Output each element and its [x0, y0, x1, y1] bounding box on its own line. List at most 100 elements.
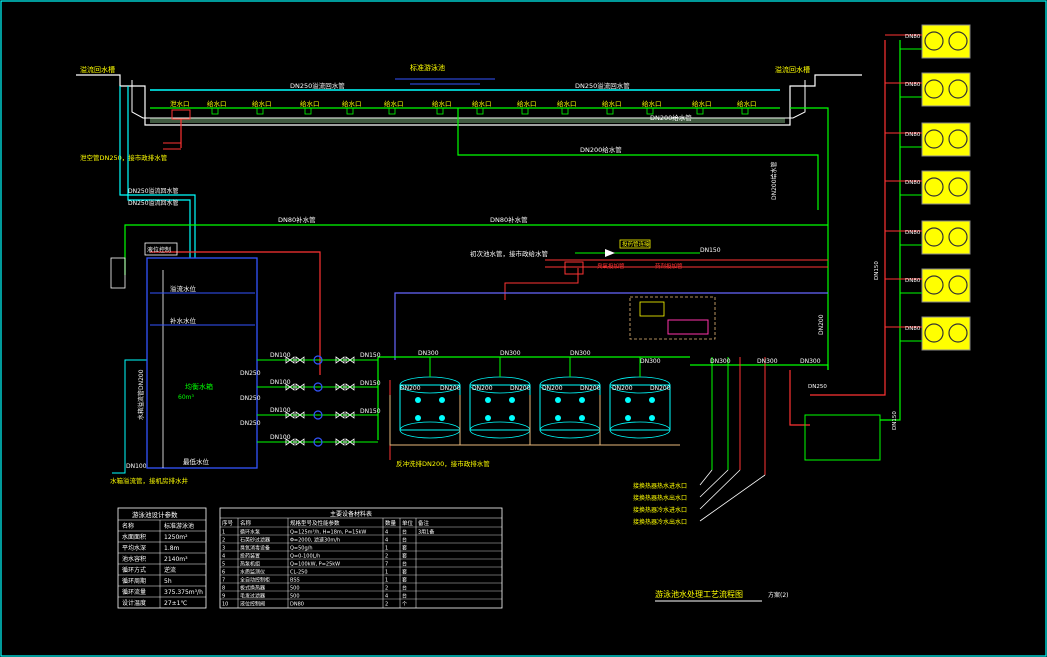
outlet-labels: 接换热器热水进水口 接换热器热水出水口 接换热器冷水进水口 接换热器冷水出水口 [633, 482, 687, 526]
drain-label: 泄水口 [170, 99, 190, 108]
param-name: 池水容积 [122, 555, 146, 563]
outlet-label-3: 接换热器冷水进水口 [633, 506, 687, 514]
param-name: 循环周期 [122, 577, 146, 585]
dn150-label: DN150 [700, 247, 721, 254]
inlet-label: 给水口 [207, 99, 227, 108]
param-value: 27±1℃ [164, 600, 187, 607]
equipment-cell: Q=0-100L/h [290, 554, 320, 560]
filter-valve-icon [625, 397, 631, 403]
dn200-main-label: DN200给水管 [580, 145, 622, 154]
equipment-cell: 投药装置 [240, 553, 260, 560]
drawing-subtitle: 方案(2) [768, 591, 789, 599]
dn300-g-label: DN300 [800, 358, 821, 365]
valve-icon [285, 383, 295, 391]
return-pipe-right-label: DN250溢流回水管 [575, 81, 630, 90]
valve-icon [295, 411, 305, 419]
inlet-label: 给水口 [642, 99, 662, 108]
equipment-cell: 板式换热器 [240, 585, 265, 592]
equipment-cell: 毛发过滤器 [240, 593, 265, 600]
filter-valve-icon [649, 415, 655, 421]
heat-pump-unit [921, 220, 971, 255]
drawing-title: 游泳池水处理工艺流程图 [655, 589, 743, 599]
dosing-a-label: 投药管连接 [622, 240, 650, 248]
equipment-cell: 台 [402, 537, 407, 544]
equipment-cell: 套 [402, 569, 407, 576]
backwash-label: 反冲洗排DN200，接市政排水管 [396, 459, 490, 468]
tank-dn-label: DN100 [126, 463, 147, 470]
pump-icon [313, 437, 323, 447]
equipment-cell: 9 [222, 594, 225, 600]
filter-valve-icon [485, 397, 491, 403]
param-name: 设计温度 [122, 599, 146, 607]
makeup-note: 初次池水管，接市政给水管 [470, 249, 549, 258]
equipment-cell: 台 [402, 529, 407, 536]
dn300-e-label: DN300 [710, 358, 731, 365]
overflow-a-label: DN250溢流回水管 [128, 187, 179, 195]
equipment-cell: Q=125m³/h, H=18m, P=15kW [290, 530, 366, 536]
fan-icon [948, 323, 968, 343]
pump-labels: DN100 DN100 DN100 DN100 DN250 DN250 DN25… [240, 352, 381, 441]
heat-pump-group [885, 24, 971, 351]
equipment-cell: 套 [402, 577, 407, 584]
param-value: 1.8m [164, 545, 180, 552]
filter-label-8: DN200 [650, 385, 671, 392]
inlet-fitting [476, 107, 484, 115]
inlet-fitting [436, 107, 444, 115]
fan-icon [924, 129, 944, 149]
equipment-cell: 10 [222, 602, 228, 608]
dn300-a-label: DN300 [418, 350, 439, 357]
dosing-station [564, 249, 716, 340]
filter-label-6: DN200 [580, 385, 601, 392]
filter-valve-icon [625, 415, 631, 421]
pool-supply-label: DN200给水管 [650, 113, 692, 122]
valve-icon [345, 438, 355, 446]
level-controller-label: 液位控制 [147, 246, 171, 254]
filter-valve-icon [415, 415, 421, 421]
low-level-label: 最低水位 [183, 457, 210, 466]
filter-valve-icon [555, 415, 561, 421]
pump-icon [313, 410, 323, 420]
sand-filter [609, 384, 671, 431]
inlet-label: 给水口 [517, 99, 537, 108]
equipment-cell: 5 [222, 562, 225, 568]
pump-dn100-3: DN100 [270, 407, 291, 414]
equipment-cell: 台 [402, 585, 407, 592]
filter-labels: DN200 DN200 DN200 DN200 DN200 DN200 DN20… [400, 385, 671, 392]
inlet-group: 给水口给水口给水口给水口给水口给水口给水口给水口给水口给水口给水口给水口给水口 [207, 99, 757, 115]
fan-icon [924, 31, 944, 51]
inlet-label: 给水口 [342, 99, 362, 108]
fan-icon [924, 227, 944, 247]
inlet-label: 给水口 [472, 99, 492, 108]
hp-pipe-label-7: DN80 [905, 326, 921, 332]
inlet-fitting [388, 107, 396, 115]
filter-label-4: DN200 [510, 385, 531, 392]
tank-volume: 60m³ [178, 394, 194, 401]
outlet-label-1: 接换热器热水进水口 [633, 482, 687, 490]
outlet-label-4: 接换热器冷水出水口 [633, 518, 687, 526]
filter-valve-icon [439, 397, 445, 403]
equipment-cell: 循环水泵 [240, 529, 260, 536]
heat-pump-unit [921, 24, 971, 59]
inlet-fitting [256, 107, 264, 115]
valve-icon [285, 356, 295, 364]
equipment-cell: 500 [290, 586, 300, 592]
equipment-cell: 1 [385, 570, 388, 576]
valve-icon [335, 438, 345, 446]
dn200-right-label: DN200给水管 [770, 161, 778, 200]
param-value: 标准游泳池 [164, 522, 194, 530]
dn300-d-label: DN300 [640, 358, 661, 365]
hp-pipe-label-4: DN80 [905, 180, 921, 186]
hp-pipe-label-6: DN80 [905, 278, 921, 284]
makeup-level-label: 补水水位 [170, 316, 197, 325]
hp-riser-b-label: DN150 [892, 411, 898, 430]
dosing-b-label: 臭氧投加管 [597, 262, 625, 270]
filter-label-3: DN200 [472, 385, 493, 392]
equipment-cell: 8 [222, 586, 225, 592]
fan-icon [924, 275, 944, 295]
inlet-fitting [211, 107, 219, 115]
equipment-cell: 2 [385, 586, 388, 592]
param-value: 2140m³ [164, 556, 188, 563]
return-pipe-left-label: DN250溢流回水管 [290, 81, 345, 90]
valve-icon [285, 438, 295, 446]
valve-icon [335, 411, 345, 419]
